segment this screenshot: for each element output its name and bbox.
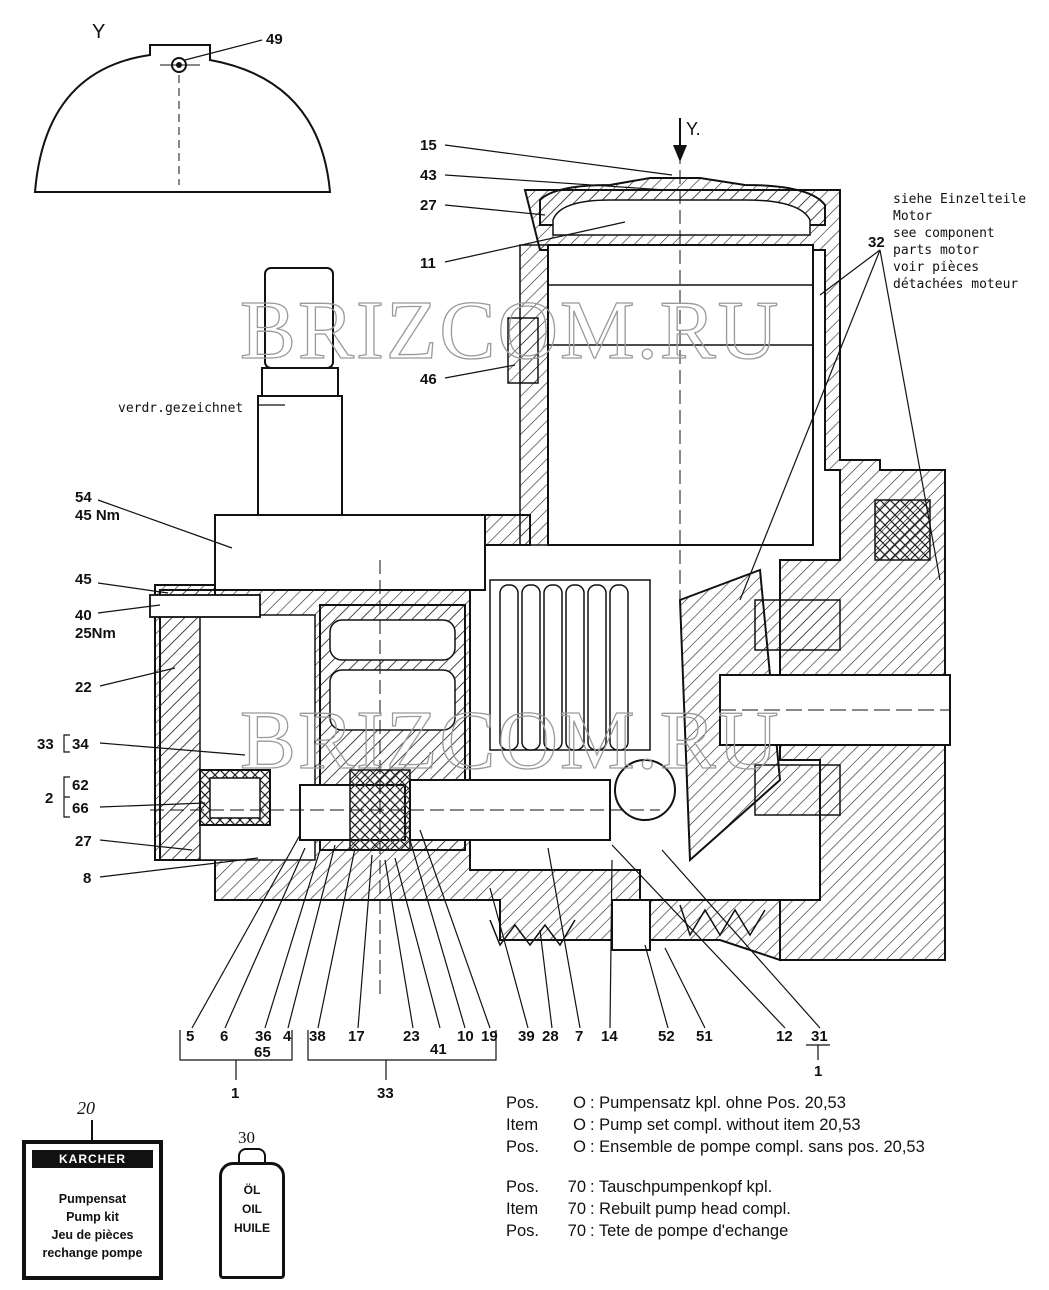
legend-row: Pos.70: Tete de pompe d'echange xyxy=(506,1222,789,1240)
oil-text: ÖL OIL HUILE xyxy=(234,1183,270,1235)
motor-note-line: Motor xyxy=(893,209,932,224)
pump-housing xyxy=(149,150,951,1000)
callout-22: 22 xyxy=(75,679,92,696)
motor-note-line: voir pièces xyxy=(893,260,979,275)
motor-note-line: parts motor xyxy=(893,243,979,258)
motor-note-line: siehe Einzelteile xyxy=(893,192,1026,207)
callout-2: 2 xyxy=(45,790,53,807)
callout-54: 54 xyxy=(75,489,92,506)
bottom-callout: 52 xyxy=(658,1028,675,1045)
legend-row: Pos.70: Tauschpumpenkopf kpl. xyxy=(506,1178,773,1196)
bottom-callout: 6 xyxy=(220,1028,228,1045)
callout-33-group: 33 xyxy=(37,736,54,753)
callout-11: 11 xyxy=(420,255,436,272)
callout-15: 15 xyxy=(420,137,437,154)
kit-text: Pumpensat Pump kit Jeu de pièces rechang… xyxy=(42,1192,143,1260)
callout-40-torque: 25Nm xyxy=(75,625,116,642)
bottom-callout: 12 xyxy=(776,1028,793,1045)
bottom-callout: 14 xyxy=(601,1028,618,1045)
callout-62: 62 xyxy=(72,777,89,794)
bottom-callout: 65 xyxy=(254,1044,271,1061)
callout-66: 66 xyxy=(72,800,89,817)
callout-27-lower: 27 xyxy=(75,833,92,850)
callout-45: 45 xyxy=(75,571,92,588)
callout-46: 46 xyxy=(420,371,437,388)
position-legend: Pos.O: Pumpensatz kpl. ohne Pos. 20,53 I… xyxy=(506,1092,925,1242)
bottom-callout: 5 xyxy=(186,1028,194,1045)
motor-note-line: see component xyxy=(893,226,995,241)
note-verdr: verdr.gezeichnet xyxy=(118,401,243,416)
oil-item-number: 30 xyxy=(238,1128,255,1147)
callout-34: 34 xyxy=(72,736,89,753)
bottom-callout: 10 xyxy=(457,1028,474,1045)
callout-43: 43 xyxy=(420,167,437,184)
callout-8: 8 xyxy=(83,870,91,887)
kit-leader xyxy=(91,1120,93,1142)
callout-49: 49 xyxy=(266,31,283,48)
legend-row: Pos.O: Ensemble de pompe compl. sans pos… xyxy=(506,1138,925,1156)
kit-brand-label: KARCHER xyxy=(32,1150,153,1168)
view-arrow-y xyxy=(673,118,687,162)
bottom-callout: 7 xyxy=(575,1028,583,1045)
bottom-callout: 41 xyxy=(430,1041,447,1058)
bottom-callout: 23 xyxy=(403,1028,420,1045)
pump-kit-box: KARCHER Pumpensat Pump kit Jeu de pièces… xyxy=(22,1140,163,1280)
callout-27-top: 27 xyxy=(420,197,437,214)
legend-row: Pos.O: Pumpensatz kpl. ohne Pos. 20,53 xyxy=(506,1094,846,1112)
bottom-callout: 31 xyxy=(811,1028,828,1045)
bottom-callout: 39 xyxy=(518,1028,535,1045)
oil-bottle: ÖL OIL HUILE xyxy=(219,1162,285,1279)
watermark-middle: BRIZCOM.RU xyxy=(240,694,780,787)
bottom-callout: 51 xyxy=(696,1028,713,1045)
motor-note-line: détachées moteur xyxy=(893,277,1018,292)
view-y-label: Y xyxy=(92,21,105,43)
watermark-top: BRIZCOM.RU xyxy=(240,284,780,377)
callout-40: 40 xyxy=(75,607,92,624)
group-33: 33 xyxy=(377,1085,394,1102)
bottom-callout: 17 xyxy=(348,1028,365,1045)
callout-54-torque: 45 Nm xyxy=(75,507,120,524)
drawing-notes: verdr.gezeichnet siehe Einzelteile Motor… xyxy=(118,192,1026,416)
bottom-callout: 4 xyxy=(283,1028,292,1045)
piston-spring xyxy=(489,579,651,751)
group-1-right: 1 xyxy=(814,1063,822,1080)
leader-lines xyxy=(63,144,941,1080)
group-1-left: 1 xyxy=(231,1085,239,1102)
bottom-callout: 19 xyxy=(481,1028,498,1045)
callout-labels: Y Y. 49 15 43 27 11 46 32 54 45 Nm 45 40… xyxy=(37,21,885,1102)
bottom-callout: 38 xyxy=(309,1028,326,1045)
detail-view-y xyxy=(33,39,332,193)
bottom-callout: 36 xyxy=(255,1028,272,1045)
kit-item-number: 20 xyxy=(77,1098,95,1118)
callout-32: 32 xyxy=(868,234,885,251)
bottom-callout: 28 xyxy=(542,1028,559,1045)
view-arrow-y-label: Y. xyxy=(686,119,701,139)
